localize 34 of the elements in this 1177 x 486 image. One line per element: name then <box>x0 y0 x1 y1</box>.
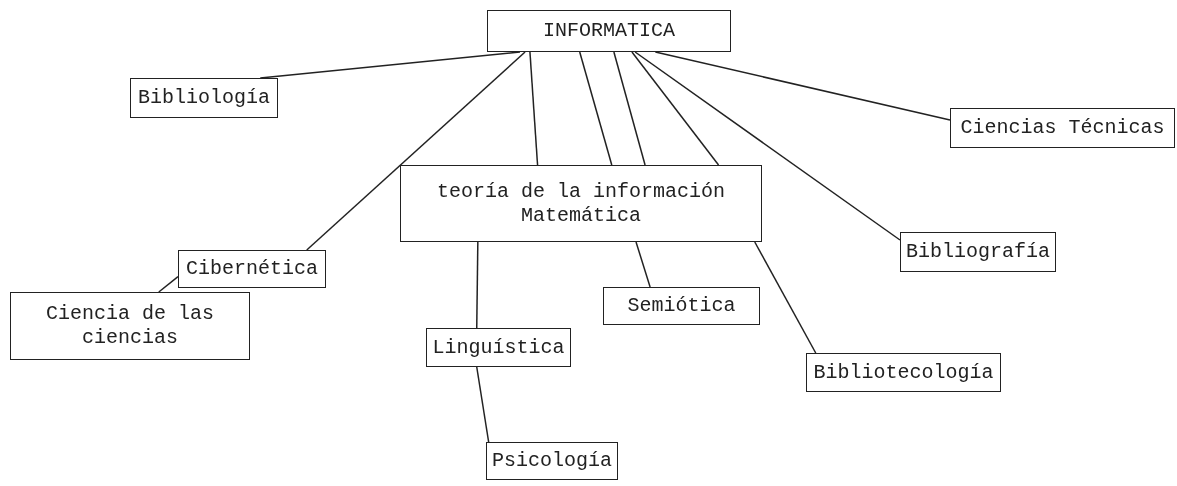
concept-box <box>487 10 731 52</box>
connector-line <box>158 275 179 293</box>
concept-box <box>10 292 250 360</box>
connector-line <box>476 366 490 443</box>
concept-box <box>486 442 618 480</box>
connector-line <box>306 51 526 251</box>
connector-line <box>476 241 479 329</box>
connector-line <box>613 51 646 166</box>
concept-label: INFORMATICA <box>543 19 675 43</box>
concept-box <box>426 328 571 367</box>
connector-line <box>529 51 539 166</box>
concept-box <box>900 232 1056 272</box>
connector-line <box>754 241 817 354</box>
concept-box <box>178 250 326 288</box>
concept-box <box>130 78 278 118</box>
concept-box <box>806 353 1001 392</box>
concept-box <box>400 165 762 242</box>
connector-line <box>654 51 951 121</box>
concept-label: Bibliología <box>138 86 270 110</box>
concept-label: Semiótica <box>627 294 736 318</box>
connector-line <box>635 241 651 288</box>
concept-box <box>950 108 1175 148</box>
concept-label: Bibliografía <box>906 240 1050 264</box>
concept-box <box>603 287 760 325</box>
concept-label: teoría de la información Matemática <box>435 179 726 228</box>
concept-label: Psicología <box>492 449 612 473</box>
connector-line <box>631 51 720 166</box>
concept-label: Bibliotecología <box>813 360 994 385</box>
concept-label: Cibernética <box>186 257 318 281</box>
concept-label: Linguística <box>432 335 565 360</box>
concept-label: Ciencia de las ciencias <box>45 302 215 350</box>
concept-label: Ciencias Técnicas <box>960 116 1165 140</box>
connector-line <box>578 51 613 166</box>
connector-line <box>634 51 901 241</box>
